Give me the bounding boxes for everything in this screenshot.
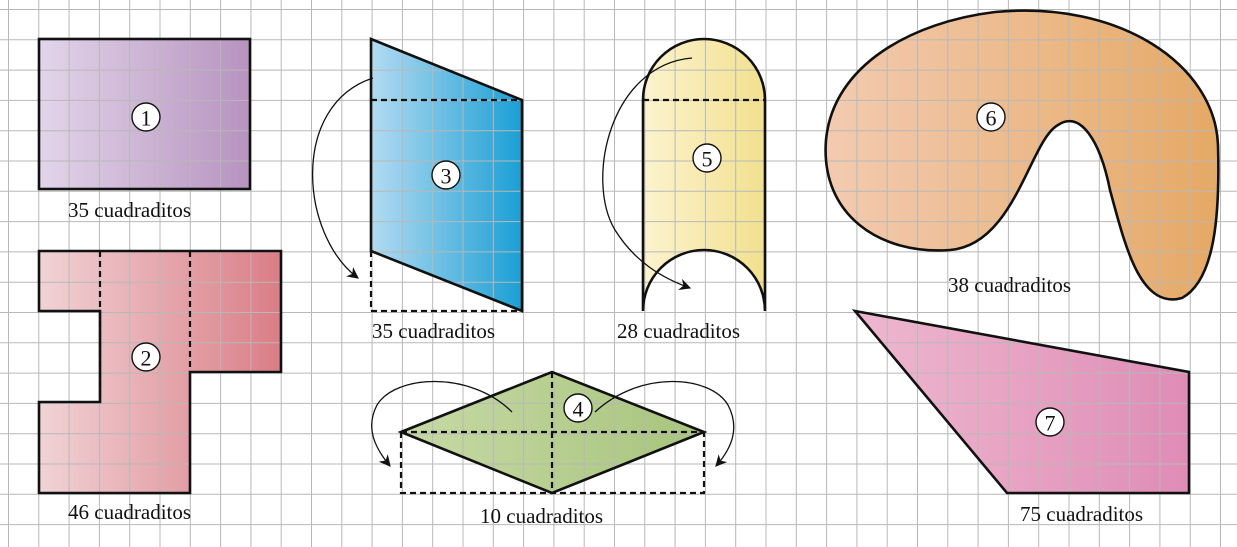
figure-3-move-arrow — [311, 77, 374, 279]
figure-4-area-label: 10 cuadraditos — [480, 504, 603, 528]
figure-2-outline — [37, 249, 283, 495]
figure-7-number: 7 — [1035, 407, 1065, 437]
svg-text:1: 1 — [141, 106, 152, 131]
figure-1-outline — [37, 37, 252, 191]
figure-2-number: 2 — [131, 342, 161, 372]
figure-2-area-label: 46 cuadraditos — [68, 500, 191, 524]
figure-5-move-arrow — [602, 57, 693, 290]
svg-text:4: 4 — [573, 397, 584, 422]
figure-1-area-label: 35 cuadraditos — [68, 198, 191, 222]
figure-7-area-label: 75 cuadraditos — [1020, 502, 1143, 526]
figure-4-dashed-construction — [399, 372, 706, 495]
figure-4-number: 4 — [563, 393, 593, 423]
figure-7-quadrilateral — [855, 311, 1189, 493]
figure-6-number: 6 — [976, 102, 1006, 132]
figure-3-number: 3 — [431, 160, 461, 190]
svg-text:6: 6 — [986, 106, 997, 131]
svg-text:7: 7 — [1045, 411, 1056, 436]
figure-5-number: 5 — [692, 143, 722, 173]
figure-6-area-label: 38 cuadraditos — [948, 273, 1071, 297]
figure-5-area-label: 28 cuadraditos — [617, 319, 740, 343]
figure-1-number: 1 — [131, 102, 161, 132]
figure-4-right-move-arrow — [594, 380, 735, 467]
svg-text:3: 3 — [441, 164, 452, 189]
figure-4-left-move-arrow — [371, 380, 513, 467]
svg-text:2: 2 — [141, 346, 152, 371]
figure-2-dashed-divisions — [98, 251, 192, 402]
figure-5-arched-shape — [643, 39, 765, 311]
svg-text:5: 5 — [702, 147, 713, 172]
figure-7-outline — [851, 309, 1191, 495]
figure-3-dashed-construction — [369, 98, 522, 313]
figure-3-area-label: 35 cuadraditos — [372, 319, 495, 343]
figure-6-curved-shape — [825, 10, 1219, 300]
figure-6-outline — [824, 9, 1220, 301]
